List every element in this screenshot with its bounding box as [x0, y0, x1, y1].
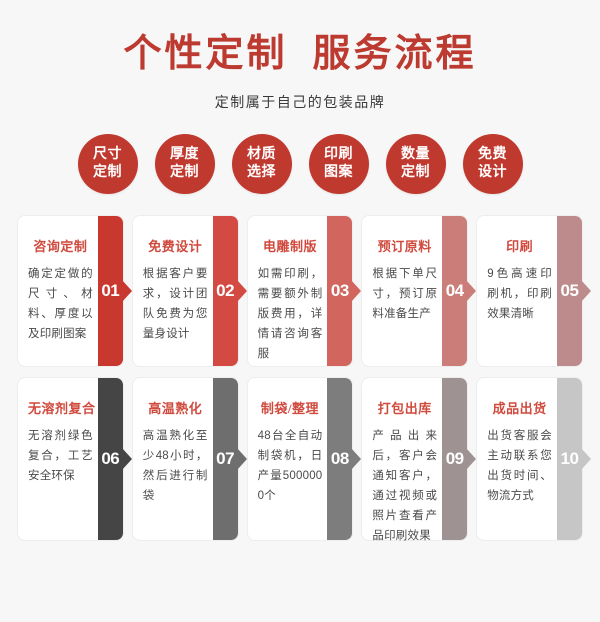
step-number-tab: 05 — [556, 215, 591, 366]
step-title: 制袋/整理 — [260, 400, 320, 416]
step-number: 07 — [216, 449, 235, 469]
step-description: 产品出来后，客户会通知客户，通过视频或照片查看产品印刷效果 — [372, 429, 438, 543]
badge-size-customization[interactable]: 尺寸 定制 — [77, 133, 138, 194]
step-title: 无溶剂复合 — [28, 400, 96, 416]
step-number: 01 — [101, 281, 120, 301]
step-description: 高温熟化至少48小时，然后进行制袋 — [142, 429, 208, 503]
step-card-08[interactable]: 制袋/整理 48台全自动制袋机，日产量5000000个 08 — [247, 377, 362, 540]
step-title: 高温熟化 — [148, 400, 203, 416]
badge-line-2: 定制 — [170, 164, 199, 180]
step-number-tab: 02 — [212, 215, 247, 366]
step-number: 05 — [560, 281, 579, 301]
step-title: 免费设计 — [148, 238, 203, 254]
step-title: 成品出货 — [492, 400, 547, 416]
badge-quantity-customization[interactable]: 数量 定制 — [385, 133, 446, 194]
step-card-body: 预订原料 根据下单尺寸，预订原料准备生产 — [362, 216, 467, 366]
process-step-row-2: 无溶剂复合 无溶剂绿色复合，工艺安全环保 06 高温熟化 高温熟化至少48小时，… — [18, 377, 591, 543]
badge-line-2: 选择 — [247, 164, 276, 180]
step-card-10[interactable]: 成品出货 出货客服会主动联系您出货时间、物流方式 10 — [477, 377, 591, 540]
arrow-right-icon — [466, 279, 477, 302]
step-description: 出货客服会主动联系您出货时间、物流方式 — [487, 429, 552, 503]
step-number-tab: 03 — [327, 215, 362, 366]
arrow-right-icon — [236, 279, 247, 302]
badge-line-1: 材质 — [247, 147, 276, 163]
step-card-body: 电雕制版 如需印刷，需要额外制版费用，详情请咨询客服 — [248, 216, 353, 366]
step-number: 08 — [330, 449, 349, 469]
arrow-right-icon — [121, 279, 132, 302]
arrow-right-icon — [580, 447, 591, 470]
step-number-tab: 08 — [327, 377, 362, 540]
step-title: 咨询定制 — [33, 238, 88, 254]
step-number: 06 — [101, 449, 120, 469]
step-title: 印刷 — [506, 238, 534, 254]
badge-line-2: 设计 — [478, 164, 507, 180]
step-number: 02 — [216, 281, 235, 301]
step-card-body: 打包出库 产品出来后，客户会通知客户，通过视频或照片查看产品印刷效果 — [362, 378, 467, 543]
arrow-right-icon — [580, 279, 591, 302]
step-card-06[interactable]: 无溶剂复合 无溶剂绿色复合，工艺安全环保 06 — [18, 377, 132, 540]
page-subtitle: 定制属于自己的包装品牌 — [214, 93, 386, 110]
step-number-tab: 01 — [97, 215, 132, 366]
step-card-03[interactable]: 电雕制版 如需印刷，需要额外制版费用，详情请咨询客服 03 — [247, 215, 362, 366]
step-card-body: 咨询定制 确定定做的尺寸、材料、厚度以及印刷图案 — [18, 216, 123, 366]
arrow-right-icon — [236, 447, 247, 470]
step-description: 确定定做的尺寸、材料、厚度以及印刷图案 — [28, 267, 93, 341]
badge-line-1: 印刷 — [324, 147, 353, 163]
step-title: 电雕制版 — [262, 238, 317, 254]
badge-line-1: 尺寸 — [93, 147, 122, 163]
step-card-body: 成品出货 出货客服会主动联系您出货时间、物流方式 — [477, 378, 582, 540]
page-title: 个性定制 服务流程 — [123, 33, 477, 75]
step-number: 03 — [330, 281, 349, 301]
step-number-tab: 04 — [442, 215, 477, 366]
arrow-right-icon — [466, 447, 477, 470]
step-card-body: 制袋/整理 48台全自动制袋机，日产量5000000个 — [248, 378, 353, 540]
step-number: 09 — [445, 449, 464, 469]
step-card-09[interactable]: 打包出库 产品出来后，客户会通知客户，通过视频或照片查看产品印刷效果 09 — [362, 377, 477, 543]
badge-print-pattern[interactable]: 印刷 图案 — [308, 133, 369, 194]
step-card-body: 免费设计 根据客户要求，设计团队免费为您量身设计 — [133, 216, 238, 366]
step-description: 无溶剂绿色复合，工艺安全环保 — [28, 429, 93, 483]
step-number-tab: 06 — [97, 377, 132, 540]
step-description: 如需印刷，需要额外制版费用，详情请咨询客服 — [257, 267, 323, 361]
step-card-body: 无溶剂复合 无溶剂绿色复合，工艺安全环保 — [18, 378, 123, 540]
badge-line-2: 定制 — [93, 164, 122, 180]
arrow-right-icon — [351, 279, 362, 302]
badge-line-2: 图案 — [324, 164, 353, 180]
step-title: 打包出库 — [377, 400, 432, 416]
badge-line-1: 免费 — [478, 147, 507, 163]
step-card-07[interactable]: 高温熟化 高温熟化至少48小时，然后进行制袋 07 — [132, 377, 247, 540]
step-card-02[interactable]: 免费设计 根据客户要求，设计团队免费为您量身设计 02 — [132, 215, 247, 366]
badge-line-2: 定制 — [401, 164, 430, 180]
step-description: 9色高速印刷机，印刷效果清晰 — [487, 267, 552, 321]
step-description: 48台全自动制袋机，日产量5000000个 — [257, 429, 323, 503]
badge-line-1: 厚度 — [170, 147, 199, 163]
badge-free-design[interactable]: 免费 设计 — [462, 133, 523, 194]
step-card-01[interactable]: 咨询定制 确定定做的尺寸、材料、厚度以及印刷图案 01 — [18, 215, 132, 366]
badge-thickness-customization[interactable]: 厚度 定制 — [154, 133, 215, 194]
page-header: 个性定制 服务流程 定制属于自己的包装品牌 — [0, 0, 600, 112]
customization-option-badges: 尺寸 定制 厚度 定制 材质 选择 印刷 图案 数量 定制 免费 设计 — [0, 133, 600, 194]
step-number: 10 — [560, 449, 579, 469]
step-description: 根据客户要求，设计团队免费为您量身设计 — [142, 267, 208, 341]
process-steps: 咨询定制 确定定做的尺寸、材料、厚度以及印刷图案 01 免费设计 根据客户要求，… — [0, 215, 600, 543]
badge-material-selection[interactable]: 材质 选择 — [231, 133, 292, 194]
badge-line-1: 数量 — [401, 147, 430, 163]
step-number-tab: 10 — [556, 377, 591, 540]
step-card-body: 印刷 9色高速印刷机，印刷效果清晰 — [477, 216, 582, 366]
step-card-05[interactable]: 印刷 9色高速印刷机，印刷效果清晰 05 — [477, 215, 591, 366]
step-number-tab: 07 — [212, 377, 247, 540]
step-number: 04 — [445, 281, 464, 301]
step-title: 预订原料 — [377, 238, 432, 254]
step-card-04[interactable]: 预订原料 根据下单尺寸，预订原料准备生产 04 — [362, 215, 477, 366]
arrow-right-icon — [351, 447, 362, 470]
step-card-body: 高温熟化 高温熟化至少48小时，然后进行制袋 — [133, 378, 238, 540]
step-description: 根据下单尺寸，预订原料准备生产 — [372, 267, 438, 321]
step-number-tab: 09 — [442, 377, 477, 540]
arrow-right-icon — [121, 447, 132, 470]
process-step-row-1: 咨询定制 确定定做的尺寸、材料、厚度以及印刷图案 01 免费设计 根据客户要求，… — [18, 215, 591, 366]
